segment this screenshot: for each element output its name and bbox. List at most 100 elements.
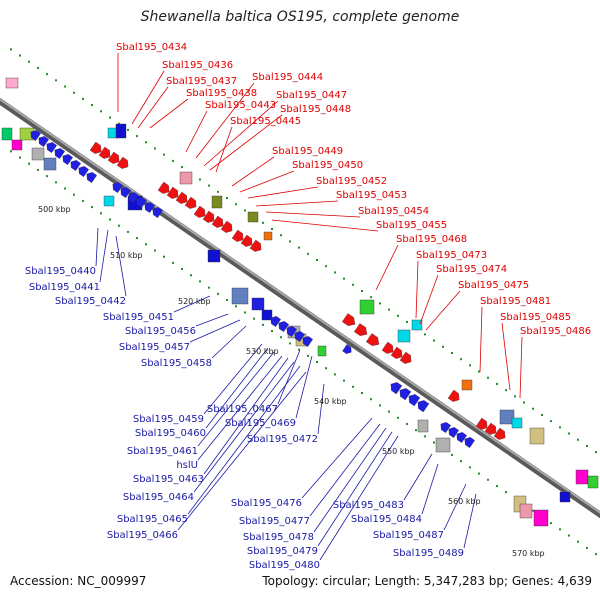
reverse-gene-label: Sbal195_0456	[125, 326, 196, 337]
reverse-gene-label: Sbal195_0440	[25, 266, 96, 277]
reverse-gene-label: Sbal195_0484	[351, 514, 422, 525]
gene-arrow	[249, 239, 262, 252]
reverse-leader-line	[205, 347, 269, 429]
gene-arrow	[399, 388, 412, 401]
gene-feature-block	[263, 231, 273, 241]
gene-arrow	[342, 344, 352, 354]
gene-arrow	[302, 336, 313, 347]
tick-dot	[145, 141, 147, 144]
forward-gene-label: Sbal195_0444	[252, 72, 323, 83]
forward-leader-line	[425, 290, 461, 331]
reverse-leader-line	[421, 463, 439, 515]
tick-dot	[118, 224, 120, 227]
scale-label: 520 kbp	[178, 297, 211, 306]
gene-arrow	[157, 181, 170, 194]
forward-gene-label: Sbal195_0445	[230, 116, 301, 127]
reverse-leader-line	[173, 295, 211, 313]
gene-feature-block	[261, 309, 273, 321]
forward-leader-line	[419, 274, 439, 325]
gene-feature-block	[519, 503, 533, 519]
forward-leader-line	[185, 110, 208, 153]
tick-dot	[496, 484, 498, 487]
tick-dot	[298, 348, 300, 351]
gene-feature-block	[411, 319, 423, 331]
reverse-gene-label: Sbal195_0459	[133, 414, 204, 425]
tick-dot	[541, 413, 543, 416]
tick-dot	[253, 317, 255, 320]
gene-arrow	[464, 437, 475, 448]
gene-arrow	[475, 417, 488, 430]
gene-arrow	[440, 422, 451, 433]
tick-dot	[109, 218, 111, 221]
reverse-gene-label: Sbal195_0487	[373, 530, 444, 541]
gene-feature-block	[103, 195, 115, 207]
gene-arrow	[231, 229, 244, 242]
forward-leader-line	[255, 200, 339, 207]
forward-gene-label: Sbal195_0485	[500, 312, 571, 323]
forward-gene-label: Sbal195_0448	[280, 104, 351, 115]
gene-arrow	[78, 166, 89, 177]
reverse-gene-label: Sbal195_0477	[239, 516, 310, 527]
forward-gene-label: Sbal195_0468	[396, 234, 467, 245]
tick-dot	[19, 156, 21, 159]
gene-arrow	[484, 422, 497, 435]
reverse-gene-label: Sbal195_0466	[107, 530, 178, 541]
tick-dot	[64, 85, 66, 88]
gene-arrow	[390, 346, 403, 359]
forward-gene-label: Sbal195_0447	[276, 90, 347, 101]
gene-feature-block	[5, 77, 19, 89]
forward-leader-line	[375, 244, 399, 291]
gene-arrow	[366, 333, 380, 346]
tick-dot	[334, 373, 336, 376]
tick-dot	[217, 190, 219, 193]
genome-backbone-highlight	[0, 98, 600, 514]
reverse-gene-label: Sbal195_0457	[119, 342, 190, 353]
tick-dot	[343, 379, 345, 382]
forward-leader-line	[265, 211, 361, 218]
tick-dot	[532, 509, 534, 512]
gene-arrow	[89, 141, 102, 154]
reverse-gene-label: Sbal195_0478	[243, 532, 314, 543]
forward-leader-line	[209, 114, 283, 171]
tick-dot	[19, 54, 21, 57]
tick-dot	[199, 178, 201, 181]
scale-label: 510 kbp	[110, 251, 143, 260]
scale-label: 550 kbp	[382, 447, 415, 456]
tick-dot	[145, 243, 147, 246]
tick-dot	[370, 398, 372, 401]
gene-feature-block	[211, 195, 223, 209]
forward-gene-label: Sbal195_0474	[436, 264, 507, 275]
scale-label: 560 kbp	[448, 497, 481, 506]
reverse-gene-label: Sbal195_0461	[127, 446, 198, 457]
reverse-gene-label: Sbal195_0441	[29, 282, 100, 293]
forward-gene-label: Sbal195_0455	[376, 220, 447, 231]
tick-dot	[109, 116, 111, 119]
gene-feature-block	[587, 475, 599, 489]
gene-arrow	[390, 382, 403, 395]
tick-dot	[172, 159, 174, 162]
reverse-leader-line	[115, 235, 127, 297]
gene-arrow	[202, 210, 215, 223]
tick-dot	[10, 150, 12, 153]
tick-dot	[37, 66, 39, 69]
gene-feature-block	[31, 147, 45, 161]
scale-label: 570 kbp	[512, 549, 545, 558]
tick-dot	[550, 420, 552, 423]
gene-arrow	[493, 427, 506, 440]
forward-leader-line	[501, 322, 511, 391]
gene-arrow	[166, 186, 179, 199]
reverse-gene-label: Sbal195_0458	[141, 358, 212, 369]
tick-dot	[379, 302, 381, 305]
tick-dot	[469, 466, 471, 469]
forward-gene-label: Sbal195_0443	[205, 100, 276, 111]
reverse-leader-line	[211, 325, 247, 359]
tick-dot	[559, 426, 561, 429]
tick-dot	[451, 351, 453, 354]
reverse-leader-line	[197, 355, 283, 461]
reverse-leader-line	[443, 483, 467, 531]
reverse-gene-label: Sbal195_0464	[123, 492, 194, 503]
reverse-leader-line	[309, 423, 381, 517]
gene-arrow	[30, 130, 41, 141]
gene-arrow	[98, 146, 111, 159]
tick-dot	[424, 435, 426, 438]
